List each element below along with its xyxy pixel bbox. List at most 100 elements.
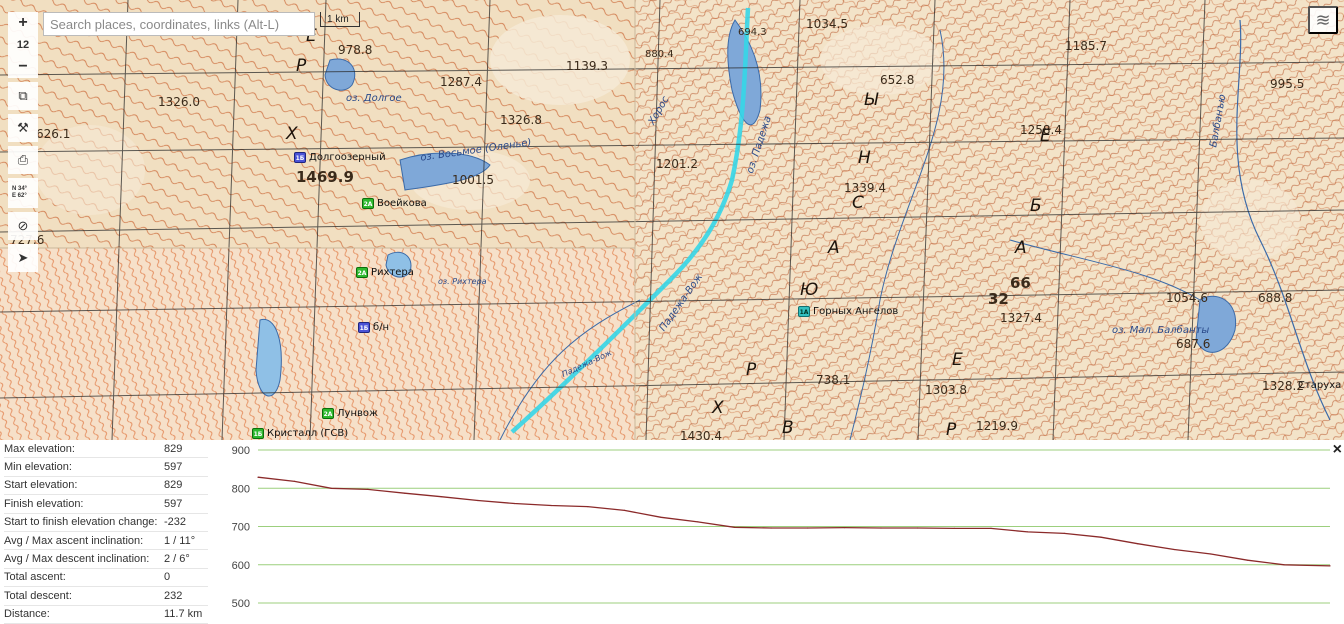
peak-badge: 1А (798, 306, 810, 317)
stat-row: Start elevation:829 (4, 477, 208, 496)
stat-label: Finish elevation: (4, 497, 84, 510)
elevation-label: 1339.4 (844, 181, 886, 195)
print-icon[interactable]: ⎙ (8, 146, 38, 174)
peak-marker[interactable]: 1Б Долгоозерный (294, 152, 386, 163)
peak-marker[interactable]: Старуха (1298, 380, 1341, 391)
peak-name: Долгоозерный (309, 152, 386, 163)
elevation-point (697, 521, 699, 523)
range-letter: С (852, 193, 864, 213)
elevation-point (587, 506, 589, 508)
stat-value: 11.7 km (164, 608, 203, 621)
elevation-label: 880.4 (645, 49, 674, 60)
elevation-point (550, 504, 552, 507)
coordinates-button[interactable]: N 34°E 62° (8, 178, 38, 208)
elevation-point (330, 487, 332, 489)
elevation-label: 1328.2 (1262, 379, 1304, 393)
compass-icon[interactable]: ⊘ (8, 212, 38, 240)
peak-badge: 2А (356, 267, 368, 278)
stat-row: Total ascent:0 (4, 569, 208, 588)
elevation-point (990, 527, 992, 529)
map-canvas (0, 0, 1344, 440)
elevation-point (367, 488, 369, 490)
tools-icon[interactable]: ⚒ (8, 114, 38, 142)
elevation-point (660, 516, 662, 518)
stat-label: Total ascent: (4, 571, 66, 584)
peak-marker[interactable]: 2А Рихтера (356, 267, 414, 278)
elevation-point (1063, 532, 1065, 534)
peak-badge: 1Б (294, 152, 306, 163)
close-icon[interactable]: × (1332, 441, 1342, 458)
layers-icon[interactable]: ≋ (1308, 6, 1338, 34)
range-letter: Е (952, 350, 963, 370)
zoom-in-button[interactable]: + (8, 12, 38, 34)
stat-row: Max elevation:829 (4, 440, 208, 459)
elevation-label: 1219.9 (976, 419, 1018, 433)
topographic-map[interactable]: 978.8 1034.5 880.4 694.3 1139.3 1185.7 9… (0, 0, 1344, 440)
peak-badge: 2А (362, 198, 374, 209)
elevation-point (770, 527, 772, 529)
place-name: оз. Рихтера (438, 277, 487, 286)
stat-label: Start elevation: (4, 479, 78, 492)
stat-label: Total descent: (4, 589, 72, 602)
range-letter: Р (746, 360, 757, 380)
elevation-point (440, 496, 442, 498)
map-controls: + 12 − ⧉ ⚒ ⎙ N 34°E 62° ⊘ ➤ (8, 12, 38, 272)
elevation-point (917, 527, 919, 529)
locate-icon[interactable]: ➤ (8, 244, 38, 272)
elevation-label: 1201.2 (656, 157, 698, 171)
elevation-line (257, 476, 1331, 567)
elevation-point (733, 526, 735, 528)
elevation-label: 626.1 (36, 127, 71, 141)
range-letter: Ю (800, 280, 819, 300)
search-input[interactable] (43, 12, 315, 36)
elevation-point (477, 499, 479, 502)
external-link-icon[interactable]: ⧉ (8, 82, 38, 110)
stat-label: Min elevation: (4, 461, 72, 474)
peak-marker[interactable]: 1Б Кристалл (ГСВ) (252, 428, 348, 439)
range-letter: А (1015, 238, 1027, 258)
peak-name: Рихтера (371, 267, 414, 278)
elevation-label: 1258.4 (1020, 123, 1062, 137)
y-tick-label: 700 (232, 522, 250, 534)
stat-row: Start to finish elevation change:-232 (4, 514, 208, 532)
elevation-point (1173, 548, 1175, 551)
zoom-level: 12 (8, 34, 38, 56)
place-name: оз. Мал. Балбанты (1112, 325, 1210, 336)
elevation-label: 1469.9 (296, 168, 354, 186)
peak-marker[interactable]: 1Б б/н (358, 322, 389, 333)
elevation-point (953, 527, 955, 529)
stat-label: Avg / Max descent inclination: (4, 553, 150, 566)
stat-row: Avg / Max ascent inclination:1 / 11° (4, 532, 208, 551)
coords-text: N 34°E 62° (12, 186, 28, 199)
stat-row: Total descent:232 (4, 587, 208, 606)
range-letter: Е (1040, 126, 1051, 146)
range-letter: В (782, 418, 794, 438)
peak-name: Старуха (1298, 380, 1342, 391)
peak-name: б/н (373, 322, 390, 333)
stat-row: Distance: 11.7 km (4, 606, 208, 624)
peak-marker[interactable]: 2А Воейкова (362, 198, 427, 209)
elevation-label: 688.8 (1258, 291, 1293, 305)
elevation-label: 694.3 (738, 27, 767, 38)
elevation-label: 738.1 (816, 373, 851, 387)
stat-label: Distance: (4, 608, 50, 621)
stat-value: 597 (164, 497, 183, 510)
zoom-out-button[interactable]: − (8, 56, 38, 78)
elevation-label: 687.6 (1176, 337, 1211, 351)
stat-row: Min elevation:597 (4, 458, 208, 477)
peak-marker[interactable]: 2А Лунвож (322, 408, 378, 419)
elevation-point (1137, 543, 1139, 545)
peak-badge: 1Б (252, 428, 264, 439)
range-letter: Р (946, 420, 957, 440)
place-name: оз. Долгое (346, 93, 402, 104)
elevation-label: 1287.4 (440, 75, 482, 89)
elevation-label: 1185.7 (1065, 39, 1107, 53)
range-letter: Р (296, 56, 307, 76)
y-tick-label: 600 (232, 560, 250, 572)
elevation-label: 1001.5 (452, 173, 494, 187)
y-tick-label: 500 (232, 598, 250, 610)
peak-marker[interactable]: 1А Горных Ангелов (798, 306, 898, 317)
